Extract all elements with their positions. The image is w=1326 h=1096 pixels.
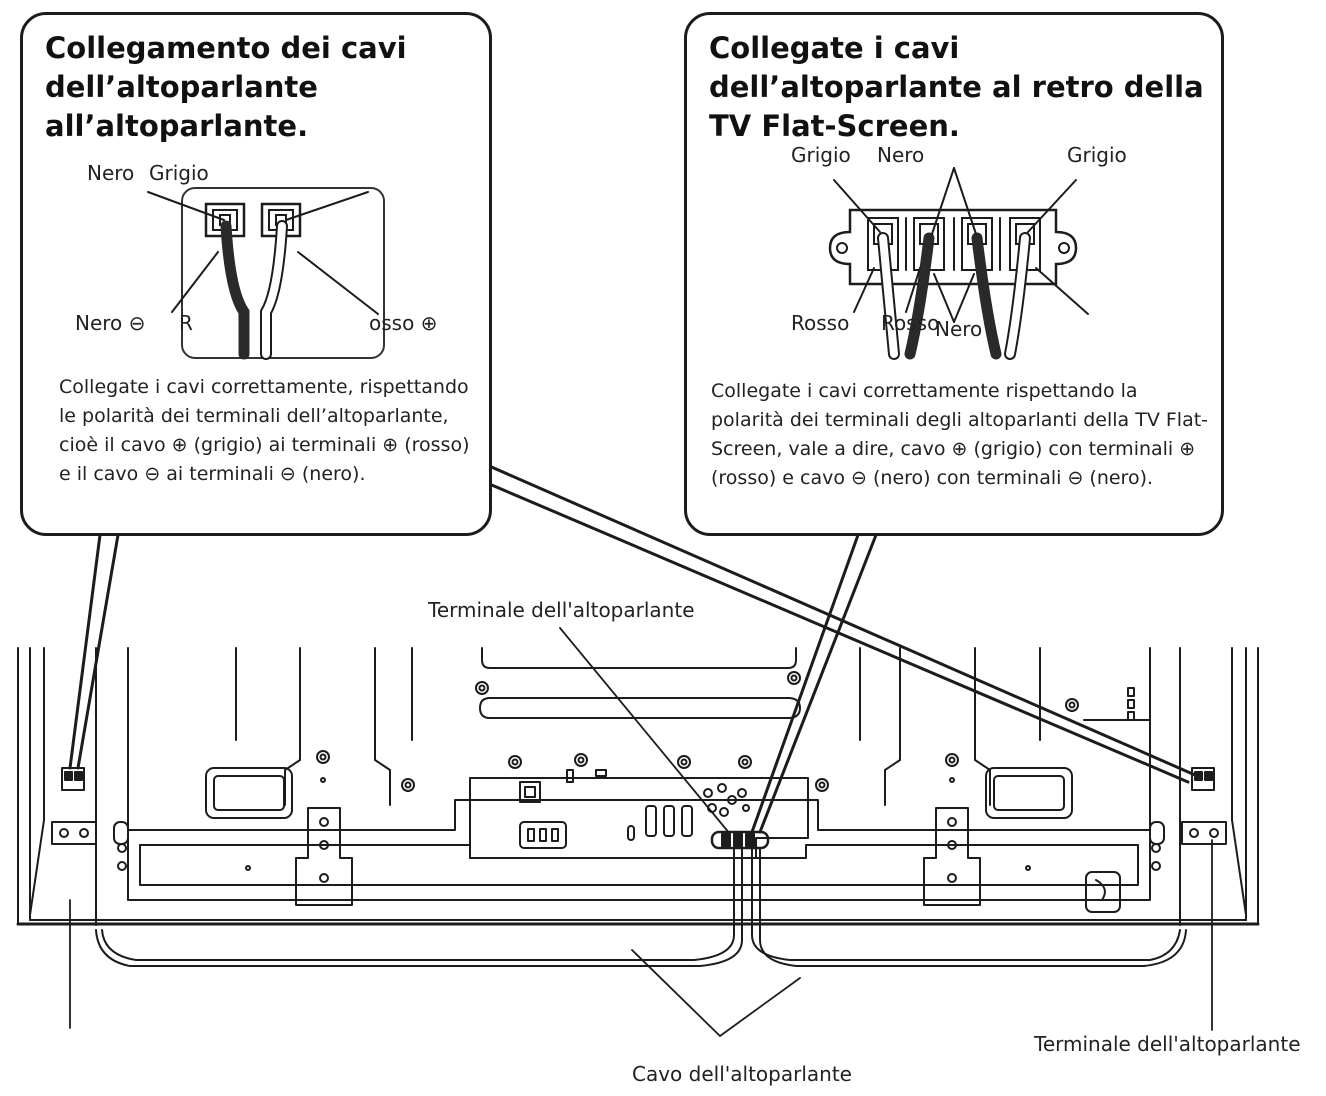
terminal-inset-box [181,187,385,359]
handle-left [205,767,293,819]
bottom-rails [127,799,1151,901]
tv-terminal-illustration [828,167,1089,360]
label-grigio-top: Grigio [149,161,209,185]
speaker-cables [95,847,1187,967]
side-terminal-right [1083,687,1227,913]
label-rosso-mid: Rosso [881,311,940,335]
label-nero-top: Nero [87,161,135,185]
side-terminal-left [51,767,129,871]
callout-left-title: Collegamento dei cavi dell’altoparlante … [45,31,407,143]
bracket-right [923,807,981,906]
bracket-left [295,807,353,906]
label-speaker-cable: Cavo dell'altoparlante [632,1062,852,1086]
label-speaker-terminal-center: Terminale dell'altoparlante [428,598,695,622]
label-nero-top-right: Nero [877,143,925,167]
connector-panel [469,769,809,859]
label-nero-minus: Nero ⊖ [75,311,146,335]
top-slots [475,647,801,719]
label-grigio-left: Grigio [791,143,851,167]
label-rosso-left: Rosso [791,311,850,335]
leader-lines [69,627,1213,1037]
label-nero-bottom: Nero [935,317,983,341]
label-grigio-right: Grigio [1067,143,1127,167]
callout-tails [68,460,1197,834]
callout-left-body: Collegate i cavi correttamente, rispetta… [59,376,470,485]
callout-left: Collegamento dei cavi dell’altoparlante … [20,12,492,536]
screw-holes [245,698,1079,871]
callout-right-title: Collegate i cavi dell’altoparlante al re… [709,31,1204,143]
label-rosso-plus: osso ⊕ [369,311,438,335]
callout-right-body: Collegate i cavi correttamente rispettan… [711,380,1209,489]
handle-right [985,767,1073,819]
callout-right: Collegate i cavi dell’altoparlante al re… [684,12,1224,536]
label-r: R [179,311,193,335]
label-speaker-terminal-right: Terminale dell'altoparlante [1034,1032,1301,1056]
vertical-panels [235,647,1041,806]
speaker-terminal-illustration [147,191,379,360]
